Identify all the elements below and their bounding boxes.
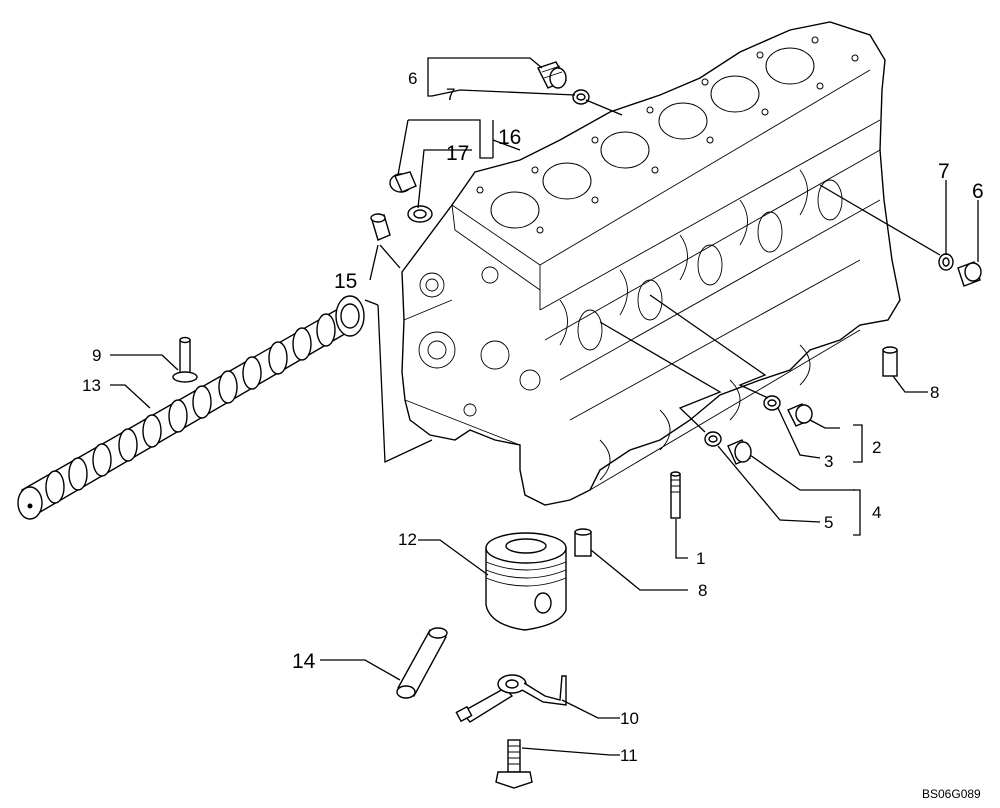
- bolt-11: [495, 739, 533, 789]
- camshaft: [17, 295, 365, 520]
- callout-13: 13: [82, 376, 101, 395]
- callout-12: 12: [398, 530, 417, 549]
- dowel-8-bottom: [574, 528, 592, 557]
- callout-14: 14: [292, 650, 316, 673]
- leader-lines: [110, 57, 979, 756]
- callout-labels: 6 7 16 17 15 9 13 7 6 8 2 3 4 5 1 8 12 1…: [82, 69, 984, 765]
- callout-8-bottom: 8: [698, 581, 707, 600]
- callout-4: 4: [872, 503, 881, 522]
- pin-9: [172, 336, 198, 383]
- piston-12: [485, 532, 567, 631]
- stud-1: [670, 471, 681, 519]
- callout-3: 3: [824, 452, 833, 471]
- plug-2: [787, 403, 813, 427]
- oil-jet-10: [455, 674, 567, 723]
- engine-block: [401, 21, 901, 506]
- cam-lobes: [45, 313, 336, 504]
- callout-6-right: 6: [972, 180, 984, 203]
- callout-1: 1: [696, 549, 705, 568]
- callout-10: 10: [620, 709, 639, 728]
- callout-7-right: 7: [938, 160, 950, 183]
- callout-2: 2: [872, 438, 881, 457]
- callout-5: 5: [824, 513, 833, 532]
- callout-9: 9: [92, 346, 101, 365]
- plug-16: [389, 171, 417, 193]
- callout-8-right: 8: [930, 383, 939, 402]
- pin-14: [396, 627, 448, 699]
- callout-17: 17: [446, 142, 469, 165]
- plug-6-right: [957, 261, 982, 287]
- figure-code: BS06G089: [922, 787, 981, 801]
- callout-6-top: 6: [408, 69, 417, 88]
- head-bolt-holes: [476, 36, 859, 234]
- plug-6-top: [537, 61, 567, 89]
- bush-15: [370, 213, 391, 241]
- callout-11: 11: [620, 746, 638, 765]
- dowel-8-right: [882, 346, 898, 377]
- plug-4: [727, 439, 752, 465]
- callout-16: 16: [498, 126, 521, 149]
- callout-7-top: 7: [446, 85, 455, 104]
- callout-15: 15: [334, 270, 357, 293]
